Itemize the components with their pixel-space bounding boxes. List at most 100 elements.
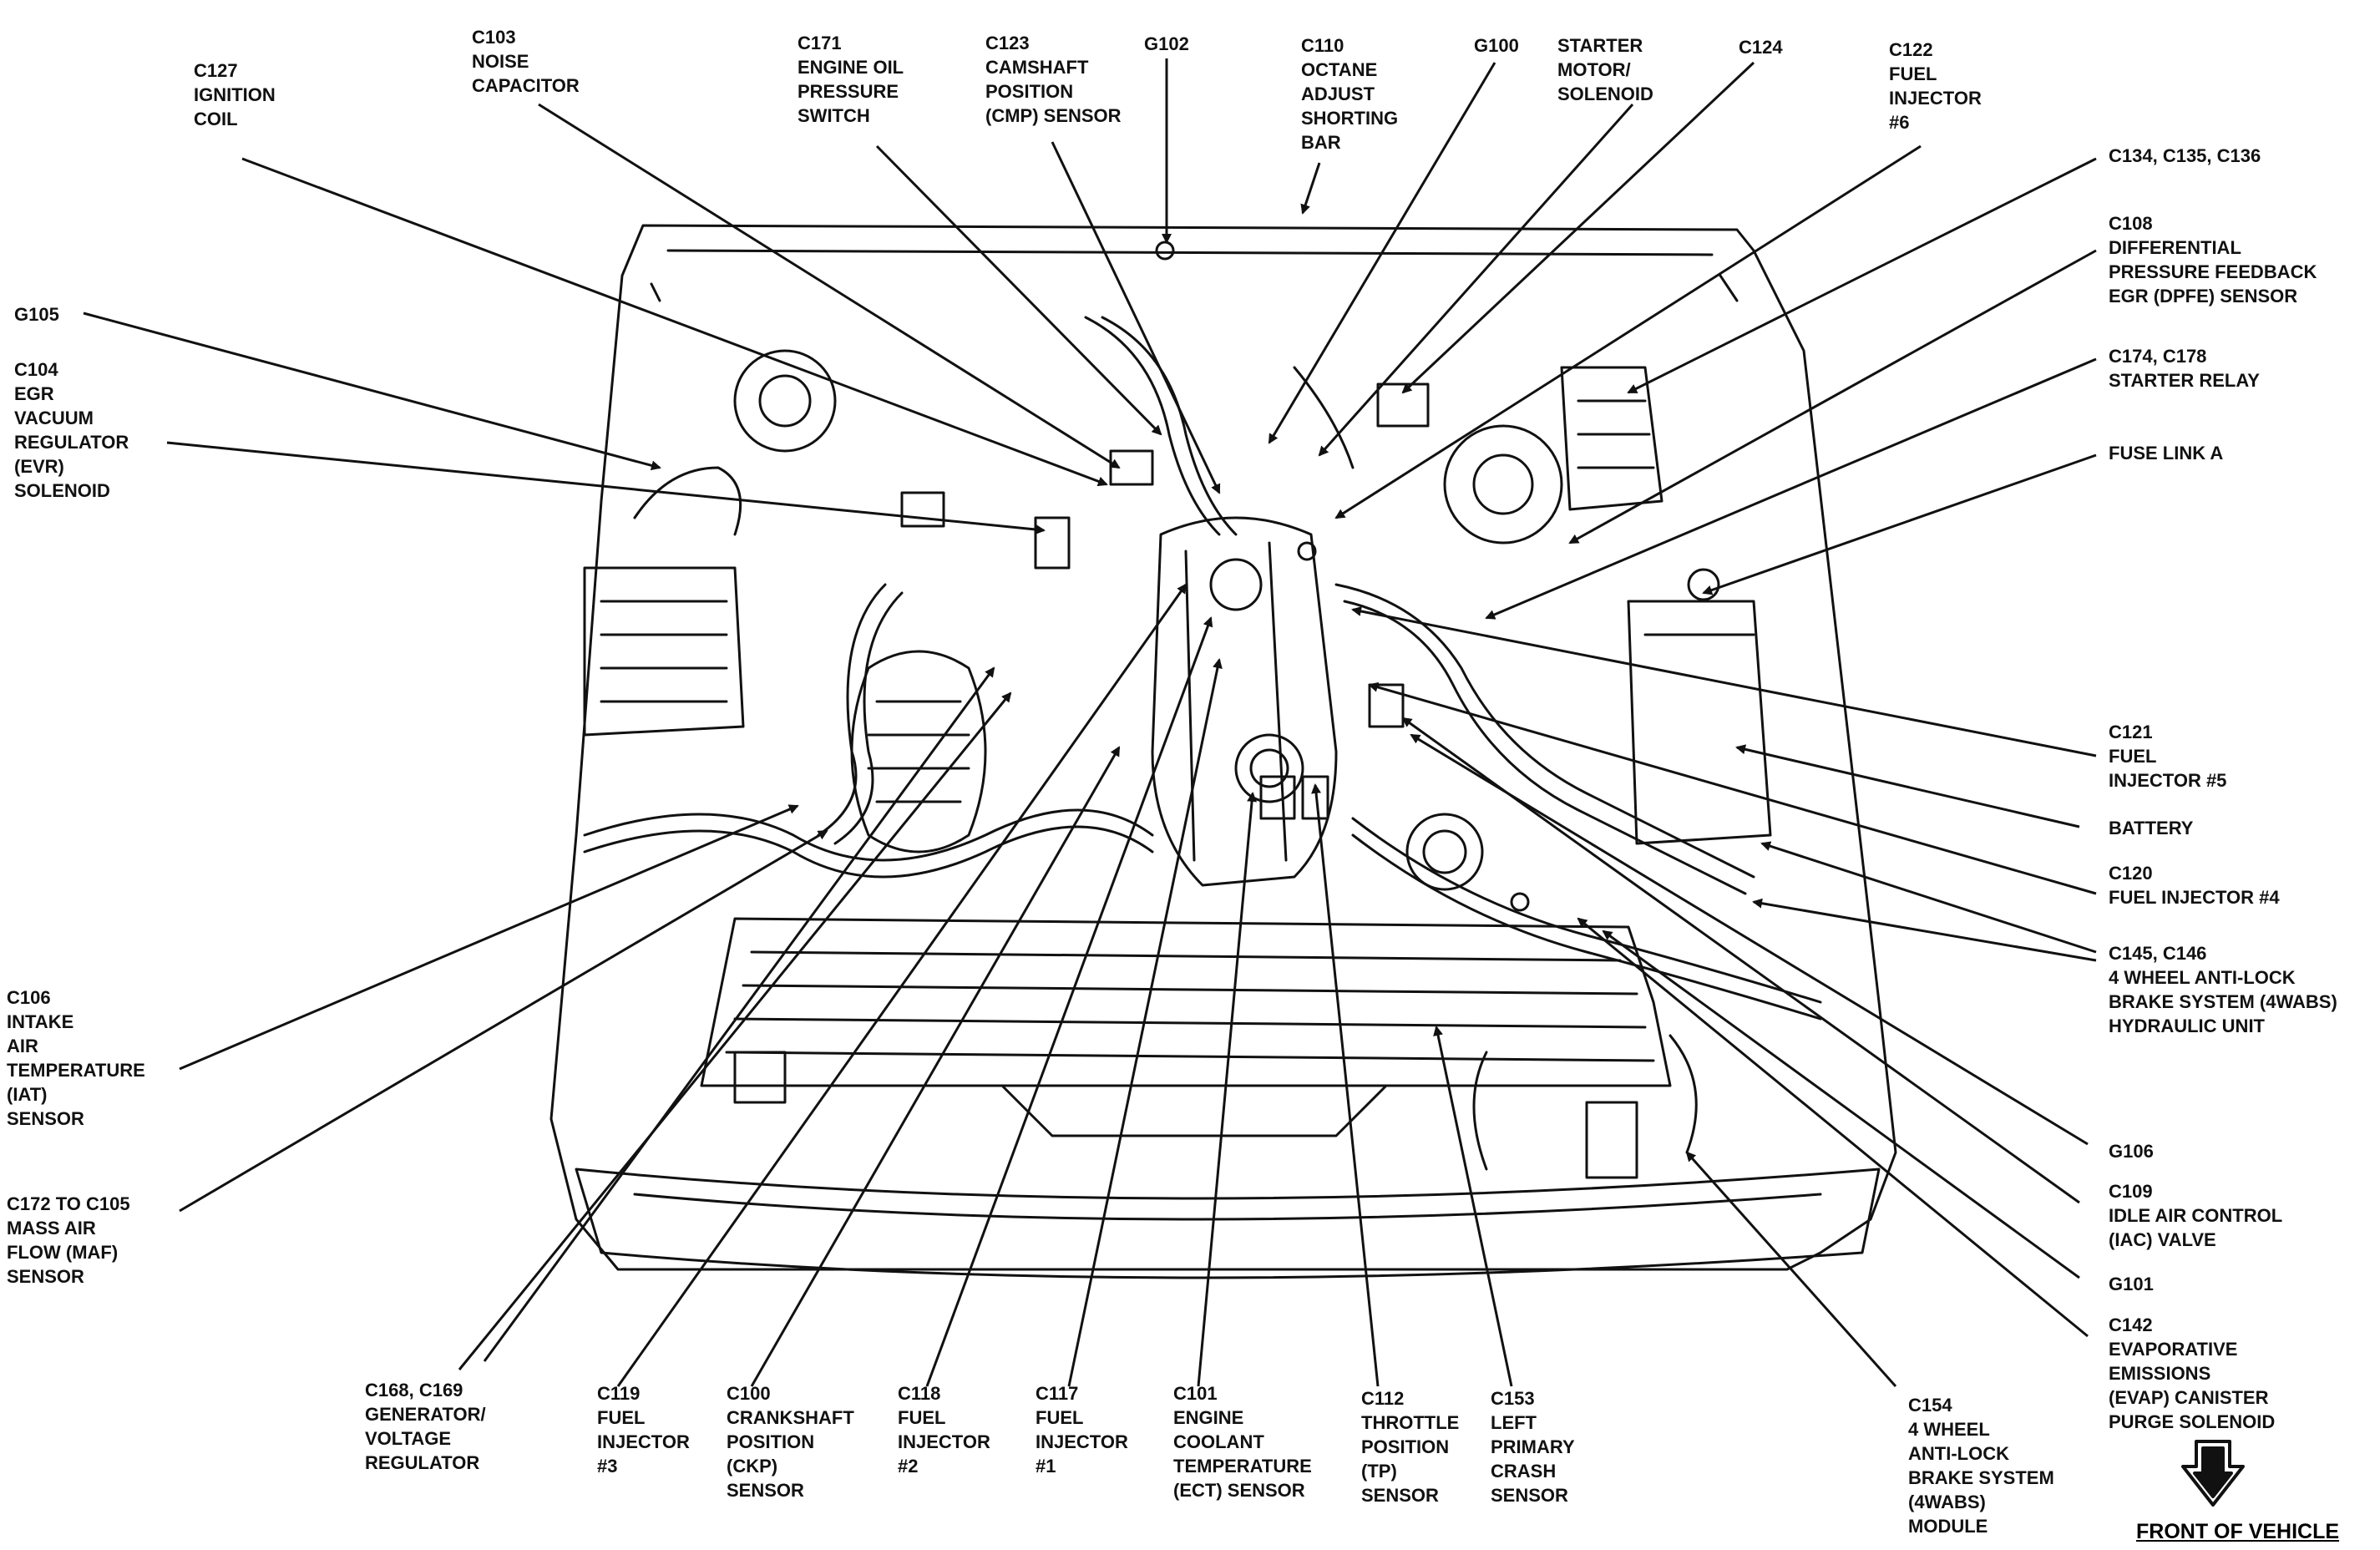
leader-c142 (1577, 917, 2089, 1338)
label-line: COOLANT (1173, 1431, 1264, 1452)
leader-battery (1735, 744, 2080, 828)
label-c124: C124 (1739, 35, 1783, 59)
label-line: C109 (2109, 1181, 2153, 1202)
label-line: #1 (1036, 1456, 1056, 1477)
label-line: STARTER RELAY (2109, 370, 2260, 391)
leader-c119 (616, 583, 1187, 1387)
label-line: EMISSIONS (2109, 1363, 2211, 1384)
label-line: #2 (898, 1456, 919, 1477)
label-line: C171 (798, 33, 842, 53)
label-line: FUEL (898, 1407, 946, 1428)
label-line: #3 (597, 1456, 618, 1477)
label-line: FUSE LINK A (2109, 443, 2224, 463)
label-line: C127 (194, 60, 238, 81)
label-line: INJECTOR (898, 1431, 990, 1452)
leader-c122 (1334, 144, 1922, 519)
label-line: SWITCH (798, 105, 870, 126)
leader-c121 (1351, 606, 2097, 757)
leader-c120 (1368, 681, 2097, 895)
leader-c168 (458, 691, 1012, 1370)
label-line: C121 (2109, 722, 2153, 742)
leader-c172 (179, 829, 828, 1213)
label-line: (CKP) (727, 1456, 778, 1477)
label-line: C172 TO C105 (7, 1193, 130, 1214)
label-line: EGR (DPFE) SENSOR (2109, 286, 2298, 306)
label-line: POSITION (727, 1431, 815, 1452)
leader-c127 (241, 157, 1108, 487)
label-line: FUEL (597, 1407, 646, 1428)
label-line: DIFFERENTIAL (2109, 237, 2241, 258)
label-line: C134, C135, C136 (2109, 145, 2261, 166)
leader-c124 (1401, 61, 1755, 394)
label-line: IDLE AIR CONTROL (2109, 1205, 2283, 1226)
leader-starter (1318, 104, 1634, 457)
front-of-vehicle-label: FRONT OF VEHICLE (2136, 1520, 2340, 1543)
label-line: FLOW (MAF) (7, 1242, 119, 1263)
label-line: INJECTOR (597, 1431, 690, 1452)
label-line: BAR (1301, 132, 1341, 153)
label-line: SENSOR (1361, 1485, 1439, 1506)
label-line: LEFT (1491, 1412, 1537, 1433)
label-line: C120 (2109, 863, 2153, 884)
label-line: TEMPERATURE (1173, 1456, 1312, 1477)
label-line: SOLENOID (1557, 84, 1653, 104)
label-line: SENSOR (727, 1480, 804, 1501)
label-line: 4 WHEEL (1908, 1419, 1990, 1440)
leader-fuselink (1702, 453, 2097, 595)
label-line: REGULATOR (14, 432, 129, 453)
label-line: BRAKE SYSTEM (1908, 1467, 2054, 1488)
label-line: G105 (14, 304, 59, 325)
label-line: CAPACITOR (472, 75, 580, 96)
label-line: INTAKE (7, 1011, 74, 1032)
leader-g106 (1410, 733, 2089, 1146)
leader-c118 (925, 616, 1213, 1387)
label-line: C104 (14, 359, 58, 380)
label-line: C106 (7, 987, 51, 1008)
label-line: G100 (1474, 35, 1519, 56)
leader-c153 (1433, 1026, 1513, 1387)
label-line: THROTTLE (1361, 1412, 1460, 1433)
leader-c101 (1197, 792, 1258, 1387)
label-line: EVAPORATIVE (2109, 1339, 2238, 1360)
label-line: AIR (7, 1036, 38, 1056)
label-line: SENSOR (1491, 1485, 1568, 1506)
label-line: (ECT) SENSOR (1173, 1480, 1305, 1501)
leader-c103 (538, 103, 1121, 469)
leader-c108 (1568, 249, 2097, 545)
label-line: ENGINE OIL (798, 57, 904, 78)
label-line: ENGINE (1173, 1407, 1244, 1428)
label-battery: BATTERY (2109, 816, 2193, 840)
label-line: #6 (1889, 112, 1910, 133)
leader-c168b (483, 666, 995, 1362)
label-line: C118 (898, 1383, 941, 1404)
leader-c112 (1311, 783, 1380, 1387)
label-line: VACUUM (14, 408, 94, 428)
label-line: (CMP) SENSOR (985, 105, 1122, 126)
label-g102: G102 (1144, 32, 1189, 56)
label-line: G106 (2109, 1141, 2154, 1162)
label-line: MASS AIR (7, 1218, 96, 1238)
label-line: C142 (2109, 1314, 2153, 1335)
label-line: (IAT) (7, 1084, 48, 1105)
air-cleaner (583, 566, 745, 737)
